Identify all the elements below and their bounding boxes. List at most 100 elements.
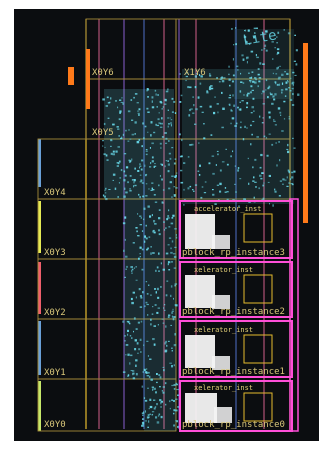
logic-cell: [210, 85, 213, 87]
logic-cell: [152, 306, 154, 308]
logic-cell: [226, 191, 229, 193]
logic-cell: [261, 49, 263, 51]
logic-cell: [200, 75, 203, 78]
logic-cell: [107, 117, 110, 119]
fpga-floorplan[interactable]: X0Y6 X1Y6 X0Y5 X0Y4 X0Y3 X0Y2 X0Y1 X0Y0 …: [14, 9, 319, 441]
logic-cell: [172, 214, 175, 217]
logic-cell: [149, 147, 151, 149]
logic-cell: [103, 195, 106, 198]
logic-cell: [149, 398, 152, 401]
logic-cell: [228, 65, 230, 68]
logic-cell: [290, 183, 294, 185]
pblock-frames[interactable]: [179, 198, 299, 432]
logic-cell: [265, 49, 268, 52]
logic-cell: [280, 89, 284, 91]
logic-cell: [155, 391, 157, 394]
logic-cell: [268, 111, 271, 114]
logic-cell: [259, 115, 261, 118]
logic-cell: [151, 414, 153, 416]
logic-cell: [179, 133, 181, 136]
logic-cell: [171, 312, 174, 314]
logic-cell: [228, 103, 230, 106]
logic-cell: [273, 119, 275, 121]
logic-cell: [139, 256, 141, 258]
logic-cell: [166, 280, 169, 282]
logic-cell: [168, 209, 170, 212]
logic-cell: [131, 272, 133, 274]
logic-cell: [221, 76, 223, 79]
logic-cell: [173, 162, 176, 165]
logic-cell: [138, 138, 141, 141]
device-view[interactable]: X0Y6 X1Y6 X0Y5 X0Y4 X0Y3 X0Y2 X0Y1 X0Y0 …: [14, 9, 319, 441]
logic-cell: [164, 304, 166, 306]
logic-cell: [129, 160, 131, 163]
logic-cell: [135, 359, 138, 362]
logic-cell: [288, 87, 290, 89]
logic-cell: [151, 411, 155, 413]
logic-cell: [165, 340, 168, 343]
logic-cell: [173, 388, 176, 390]
logic-cell: [161, 136, 164, 138]
logic-cell: [143, 240, 146, 243]
logic-cell: [242, 138, 245, 141]
logic-cell: [221, 126, 224, 129]
logic-cell: [169, 181, 172, 184]
logic-cell: [286, 148, 289, 150]
logic-cell: [150, 246, 152, 248]
logic-cell: [149, 358, 152, 360]
logic-cell: [229, 94, 231, 96]
logic-cell: [159, 100, 162, 103]
logic-cell: [170, 324, 172, 326]
logic-cell: [133, 185, 135, 188]
pblock-title: xelerator_inst: [194, 326, 253, 334]
logic-cell: [173, 194, 176, 196]
logic-cell: [254, 181, 257, 183]
logic-cell: [193, 190, 195, 192]
logic-cell: [171, 261, 173, 263]
logic-cell: [277, 107, 281, 110]
logic-cell: [158, 233, 161, 236]
logic-cell: [137, 112, 140, 114]
logic-cell: [147, 131, 149, 133]
logic-cell: [193, 104, 195, 107]
logic-cell: [152, 252, 155, 254]
logic-cell: [169, 400, 171, 403]
logic-cell: [252, 166, 254, 169]
logic-cell: [143, 344, 145, 346]
logic-cell: [103, 153, 106, 156]
logic-cell: [139, 338, 142, 341]
logic-cell: [175, 172, 178, 174]
logic-cell: [117, 196, 119, 198]
logic-cell: [138, 288, 141, 291]
logic-cell: [170, 122, 172, 125]
logic-cell: [239, 101, 241, 103]
logic-cell: [127, 110, 131, 113]
logic-cell: [268, 85, 271, 89]
logic-cell: [124, 187, 126, 190]
logic-cell: [167, 263, 169, 266]
logic-cell: [104, 146, 106, 148]
logic-cell: [216, 184, 219, 186]
logic-cell: [103, 122, 106, 126]
logic-cell: [166, 218, 169, 221]
logic-cell: [291, 87, 294, 90]
logic-cell: [168, 152, 171, 155]
logic-cell: [131, 158, 133, 161]
logic-cell: [183, 188, 185, 191]
clock-region-label: X0Y3: [44, 248, 66, 258]
logic-cell: [285, 88, 288, 91]
logic-cell: [254, 77, 257, 79]
logic-cell: [246, 41, 248, 44]
logic-cell: [279, 180, 282, 182]
logic-cell: [203, 192, 207, 194]
logic-cell: [288, 116, 290, 118]
logic-cell: [151, 189, 155, 191]
logic-cell: [239, 178, 242, 180]
logic-cell: [181, 138, 183, 142]
logic-cell: [161, 122, 163, 125]
logic-cell: [161, 117, 163, 120]
logic-cell: [128, 129, 130, 131]
logic-cell: [174, 175, 177, 178]
logic-cell: [158, 252, 160, 255]
logic-cell: [185, 75, 188, 78]
